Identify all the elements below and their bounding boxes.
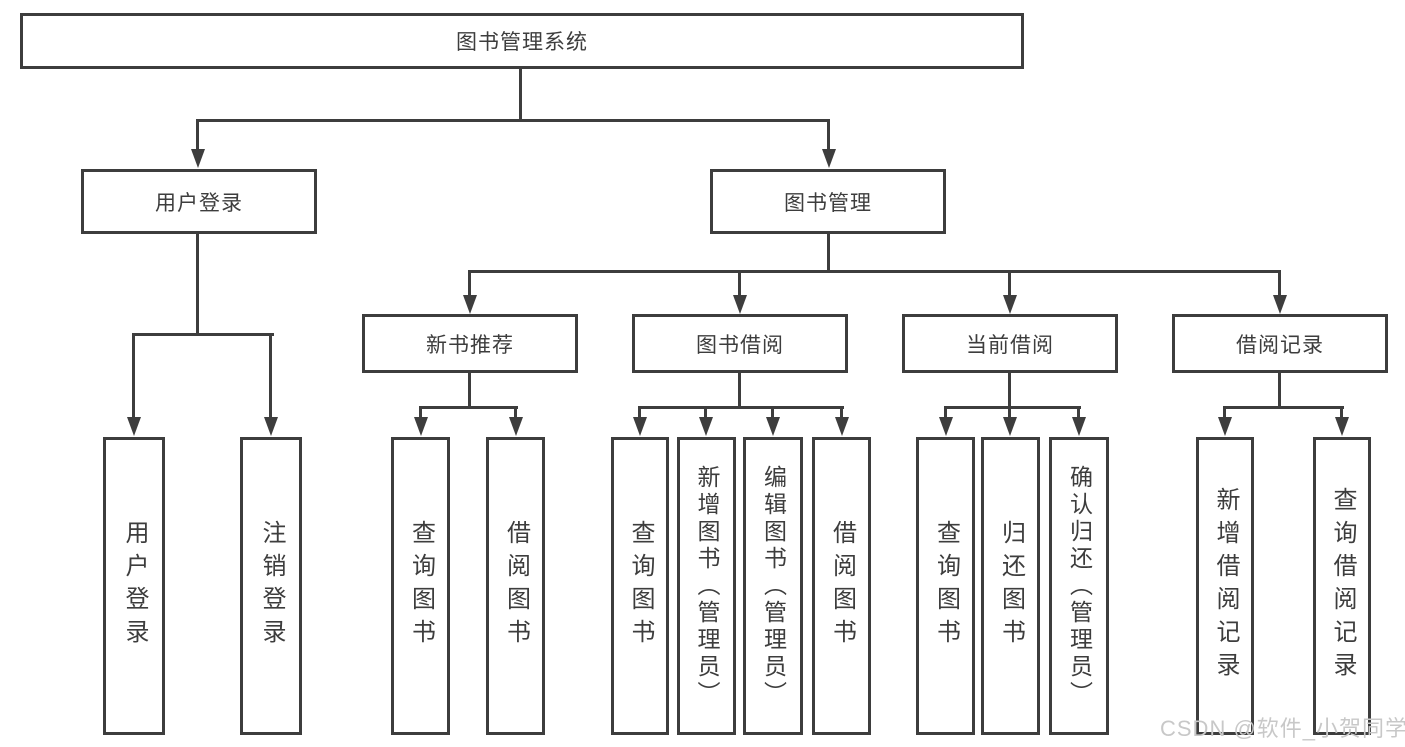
connector-line: [1223, 406, 1344, 409]
leaf-label: 归还图书: [997, 520, 1025, 652]
node-label: 新书推荐: [426, 333, 514, 357]
arrow-down-icon: [699, 417, 713, 436]
leaf-label: 查询图书: [932, 520, 960, 652]
connector-line: [269, 336, 272, 418]
connector-line: [638, 409, 641, 418]
leaf-label: 查询图书: [627, 520, 654, 652]
connector-line: [1223, 409, 1226, 418]
connector-line: [638, 406, 844, 409]
connector-line: [196, 119, 830, 122]
arrow-down-icon: [127, 417, 141, 436]
connector-line: [944, 409, 947, 418]
leaf-label: 编辑图书（管理员）: [760, 464, 787, 708]
leaf-bb-edit-book-admin: 编辑图书（管理员）: [743, 437, 803, 735]
leaf-br-add-record: 新增借阅记录: [1196, 437, 1254, 735]
connector-line: [738, 273, 741, 297]
leaf-user-login: 用户登录: [103, 437, 165, 735]
leaf-bb-add-book-admin: 新增图书（管理员）: [677, 437, 736, 735]
leaf-label: 注销登录: [258, 520, 285, 652]
arrow-down-icon: [1003, 295, 1017, 314]
connector-line: [468, 273, 471, 297]
node-new-book-recommend: 新书推荐: [362, 314, 578, 373]
leaf-label: 借阅图书: [502, 520, 530, 652]
connector-line: [1008, 373, 1011, 408]
arrow-down-icon: [264, 417, 278, 436]
connector-line: [1008, 273, 1011, 297]
node-current-borrow: 当前借阅: [902, 314, 1118, 373]
arrow-down-icon: [463, 295, 477, 314]
connector-line: [704, 409, 707, 418]
node-user-login: 用户登录: [81, 169, 317, 234]
node-label: 用户登录: [155, 191, 243, 215]
leaf-bb-borrow-book: 借阅图书: [812, 437, 871, 735]
arrow-down-icon: [1273, 295, 1287, 314]
connector-line: [514, 409, 517, 418]
arrow-down-icon: [733, 295, 747, 314]
leaf-label: 确认归还（管理员）: [1066, 464, 1093, 708]
connector-line: [132, 336, 135, 418]
leaf-br-query-record: 查询借阅记录: [1313, 437, 1371, 735]
leaf-cb-query-book: 查询图书: [916, 437, 975, 735]
connector-line: [1278, 373, 1281, 408]
connector-line: [944, 406, 1081, 409]
connector-line: [771, 409, 774, 418]
connector-line: [132, 333, 274, 336]
connector-line: [419, 406, 518, 409]
node-book-borrow: 图书借阅: [632, 314, 848, 373]
node-borrow-records: 借阅记录: [1172, 314, 1388, 373]
connector-line: [468, 373, 471, 408]
node-label: 图书管理系统: [456, 31, 588, 54]
arrow-down-icon: [1218, 417, 1232, 436]
arrow-down-icon: [1072, 417, 1086, 436]
arrow-down-icon: [1003, 417, 1017, 436]
leaf-nbr-borrow-book: 借阅图书: [486, 437, 545, 735]
arrow-down-icon: [835, 417, 849, 436]
leaf-nbr-query-book: 查询图书: [391, 437, 450, 735]
connector-line: [419, 409, 422, 418]
connector-line: [827, 122, 830, 150]
connector-line: [196, 122, 199, 150]
leaf-logout: 注销登录: [240, 437, 302, 735]
arrow-down-icon: [414, 417, 428, 436]
leaf-label: 查询图书: [407, 520, 435, 652]
connector-line: [1008, 409, 1011, 418]
connector-line: [519, 69, 522, 119]
node-label: 图书借阅: [696, 333, 784, 357]
connector-line: [738, 373, 741, 408]
arrow-down-icon: [1335, 417, 1349, 436]
leaf-label: 新增借阅记录: [1212, 487, 1239, 685]
arrow-down-icon: [191, 149, 205, 168]
leaf-label: 用户登录: [121, 520, 148, 652]
connector-line: [1340, 409, 1343, 418]
leaf-cb-return-book: 归还图书: [981, 437, 1040, 735]
connector-line: [1077, 409, 1080, 418]
arrow-down-icon: [766, 417, 780, 436]
connector-line: [1278, 273, 1281, 297]
arrow-down-icon: [633, 417, 647, 436]
connector-line: [468, 270, 1281, 273]
leaf-label: 借阅图书: [828, 520, 856, 652]
node-label: 图书管理: [784, 191, 872, 215]
node-label: 借阅记录: [1236, 333, 1324, 357]
leaf-label: 查询借阅记录: [1329, 487, 1356, 685]
node-book-management: 图书管理: [710, 169, 946, 234]
leaf-bb-query-book: 查询图书: [611, 437, 669, 735]
csdn-watermark: CSDN @软件_小贺同学: [1160, 716, 1405, 741]
connector-line: [840, 409, 843, 418]
leaf-label: 新增图书（管理员）: [694, 464, 720, 708]
connector-line: [827, 234, 830, 273]
arrow-down-icon: [509, 417, 523, 436]
arrow-down-icon: [939, 417, 953, 436]
connector-line: [196, 234, 199, 335]
node-label: 当前借阅: [966, 333, 1054, 357]
arrow-down-icon: [822, 149, 836, 168]
node-root-library-system: 图书管理系统: [20, 13, 1024, 69]
leaf-cb-confirm-return-admin: 确认归还（管理员）: [1049, 437, 1109, 735]
